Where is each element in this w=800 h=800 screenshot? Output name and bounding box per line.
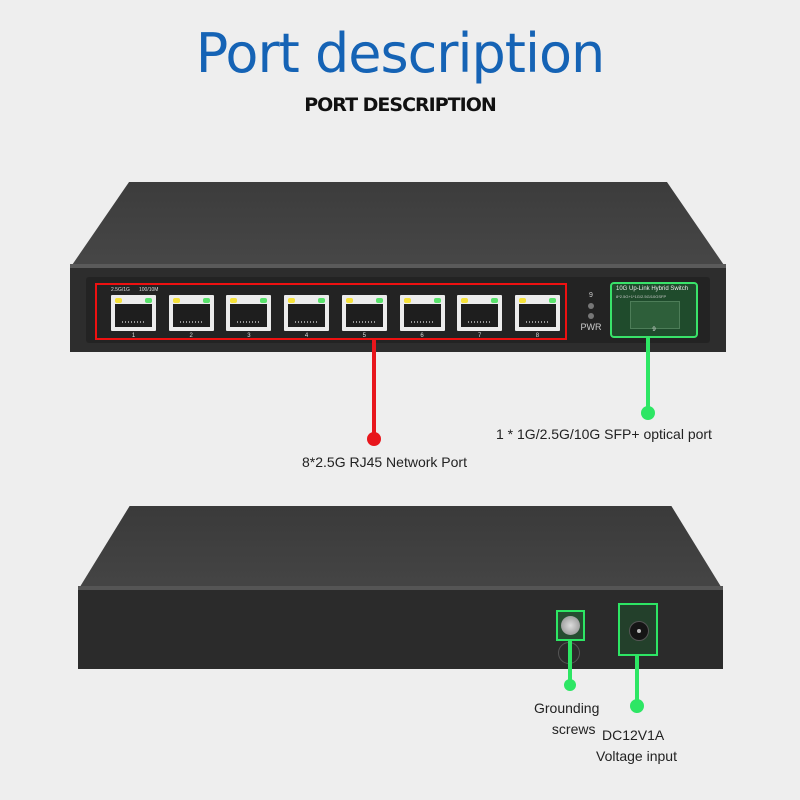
sfp-port-number: 9 xyxy=(652,327,656,333)
rj45-port xyxy=(399,295,445,331)
link-led-icon xyxy=(491,298,499,303)
sfp-cage-icon xyxy=(630,301,680,329)
grounding-screw-icon xyxy=(561,616,580,635)
rj45-jack-icon xyxy=(403,304,441,327)
rj45-jack-icon xyxy=(172,304,210,327)
grounding-leader-line xyxy=(568,641,572,685)
rear-face xyxy=(78,590,723,669)
speed-led-icon xyxy=(288,298,296,303)
rear-edge xyxy=(78,586,723,590)
speed-led-icon xyxy=(518,298,526,303)
dc-callout-line2: Voltage input xyxy=(596,748,677,764)
sfp-leader-line xyxy=(646,338,650,410)
rj45-jack-icon xyxy=(345,304,383,327)
dc-leader-line xyxy=(635,655,639,705)
speed-led-icon xyxy=(230,298,238,303)
sfp-leader-dot xyxy=(641,406,655,420)
sfp-port-highlight: 10G Up-Link Hybrid Switch 8*2.5G+1*1G/2.… xyxy=(610,282,698,338)
power-led-label: PWR xyxy=(580,322,602,332)
dc-callout-line1: DC12V1A xyxy=(602,727,665,743)
rj45-port-number: 4 xyxy=(304,333,309,339)
rj45-port xyxy=(111,295,156,331)
speed-led-icon xyxy=(172,298,180,303)
rj45-jack-icon xyxy=(461,304,499,327)
link-led-icon xyxy=(318,298,326,303)
page-subtitle: PORT DESCRIPTION xyxy=(304,94,497,116)
grounding-callout-line2: screws xyxy=(551,721,596,737)
page-title: Port description xyxy=(195,22,605,85)
link-led-icon xyxy=(202,298,210,303)
switch-edge xyxy=(70,264,726,268)
link-led-icon xyxy=(433,298,441,303)
rj45-port xyxy=(226,295,272,331)
link-led-icon xyxy=(145,298,152,303)
speed-led-icon xyxy=(461,298,469,303)
rj45-port xyxy=(514,295,560,331)
link-led-icon xyxy=(260,298,268,303)
rj45-port-number: 5 xyxy=(362,333,366,339)
speed-led-icon xyxy=(345,298,353,303)
switch-top-cover xyxy=(70,182,726,268)
rj45-port-number: 6 xyxy=(420,333,424,339)
status-leds: 9 PWR xyxy=(578,292,604,332)
rj45-port-number: 3 xyxy=(247,333,251,339)
led-label-speed: 2.5G/1G xyxy=(111,287,130,293)
sfp-led-icon xyxy=(588,303,594,309)
sfp-led-label: 9 xyxy=(589,292,593,299)
rj45-port xyxy=(168,295,214,331)
speed-led-icon xyxy=(403,298,411,303)
rj45-port-group-highlight: 2.5G/1G 100/10M 1 2 3 4 5 6 7 8 xyxy=(95,283,567,340)
grounding-callout: Grounding screws xyxy=(534,698,599,740)
rj45-callout: 8*2.5G RJ45 Network Port xyxy=(302,454,467,470)
rear-top-cover xyxy=(78,506,723,590)
rj45-jack-icon xyxy=(115,304,152,327)
dc-callout: DC12V1A Voltage input xyxy=(596,725,677,767)
rj45-port xyxy=(341,295,387,331)
rj45-port xyxy=(284,295,330,331)
power-led-icon xyxy=(588,313,594,319)
rj45-port-number: 2 xyxy=(189,333,193,339)
rj45-port xyxy=(457,295,503,331)
grounding-callout-line1: Grounding xyxy=(534,700,600,716)
led-label-link: 100/10M xyxy=(139,287,159,293)
rj45-port-number: 1 xyxy=(131,333,136,339)
rj45-jack-icon xyxy=(288,304,326,327)
sfp-title: 10G Up-Link Hybrid Switch xyxy=(616,286,689,292)
rj45-jack-icon xyxy=(230,304,268,327)
grounding-screw-highlight xyxy=(556,610,585,641)
sfp-spec: 8*2.5G+1*1G/2.5G/10GSFP xyxy=(616,294,667,299)
rj45-port-number: 8 xyxy=(535,333,540,339)
grounding-leader-dot xyxy=(564,679,576,691)
speed-led-icon xyxy=(115,298,122,303)
rj45-leader-line xyxy=(372,340,376,436)
rj45-port-number: 7 xyxy=(478,333,482,339)
sfp-callout: 1 * 1G/2.5G/10G SFP+ optical port xyxy=(496,426,712,442)
dc-input-highlight xyxy=(618,603,658,656)
dc-leader-dot xyxy=(630,699,644,713)
rj45-jack-icon xyxy=(518,304,556,327)
link-led-icon xyxy=(548,298,556,303)
dc-jack-icon xyxy=(629,621,649,641)
link-led-icon xyxy=(375,298,383,303)
rj45-leader-dot xyxy=(367,432,381,446)
